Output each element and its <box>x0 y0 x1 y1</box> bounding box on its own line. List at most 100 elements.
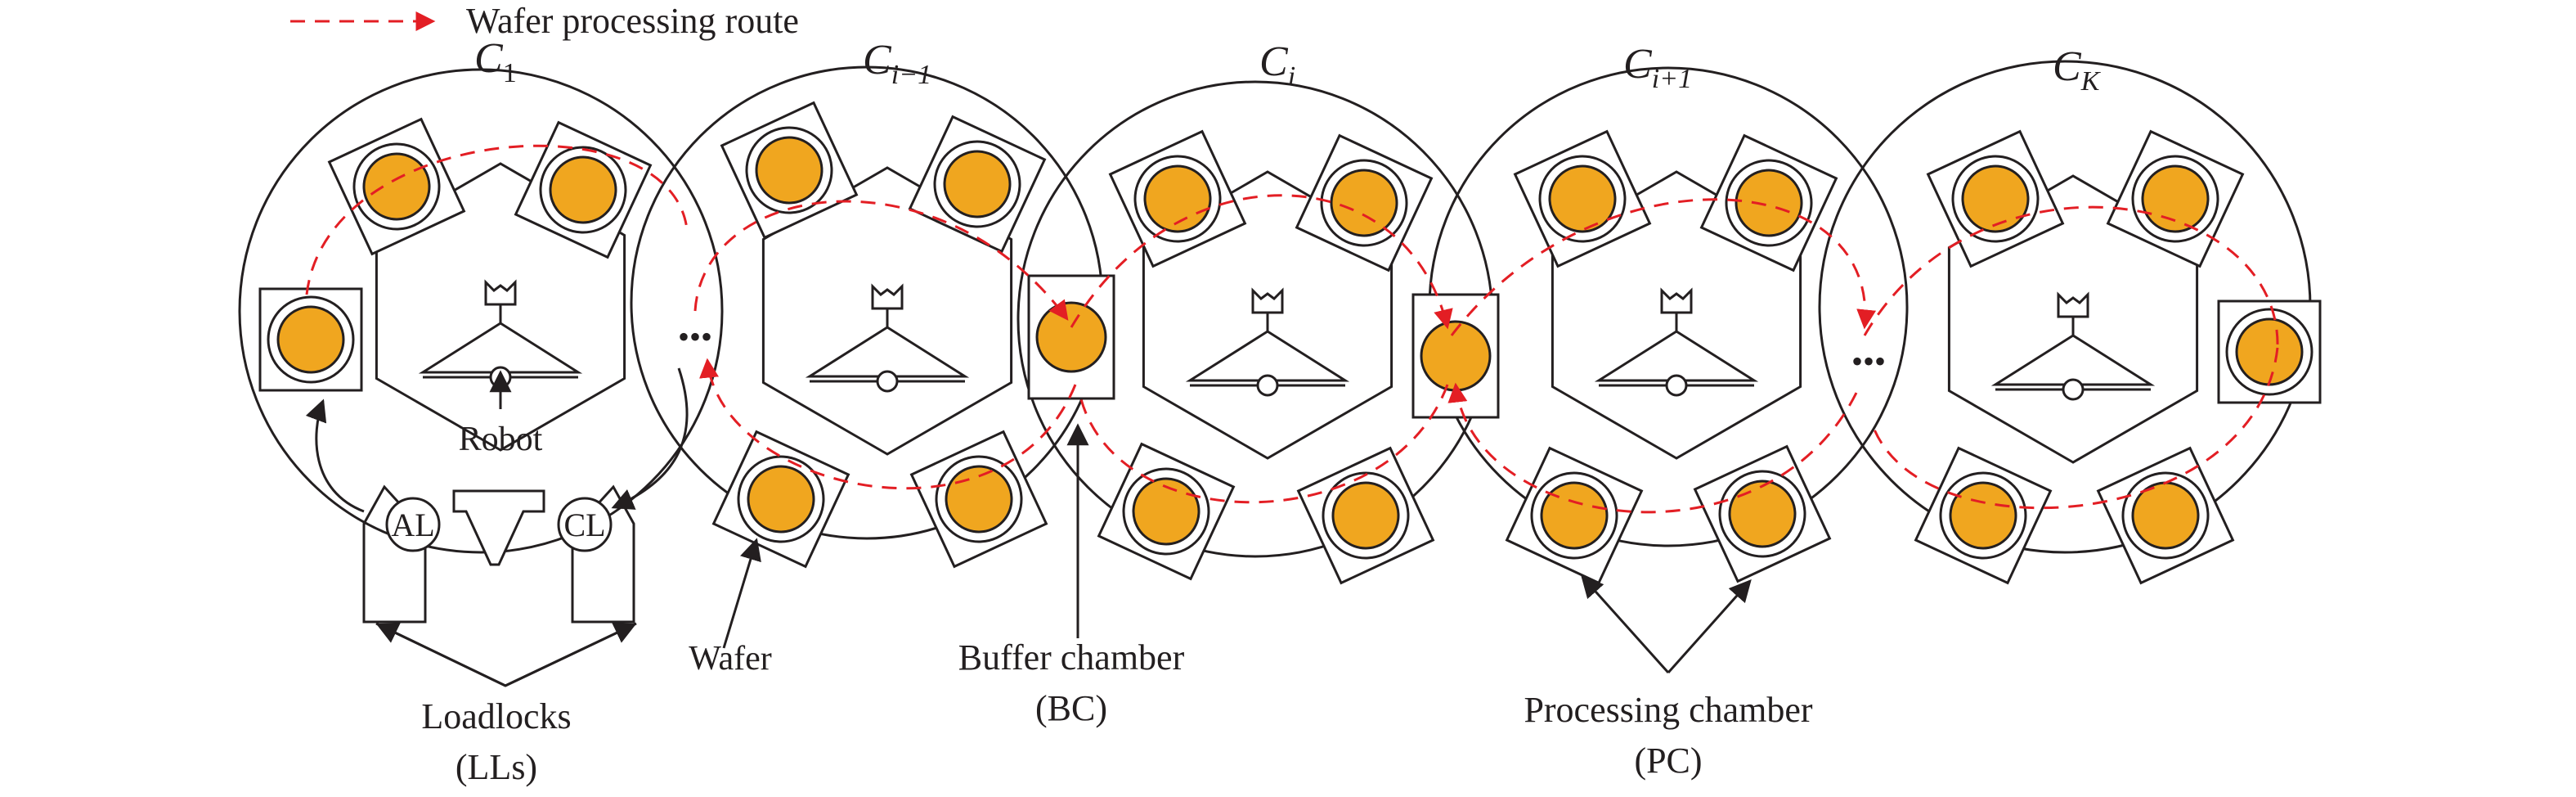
legend: Wafer processing route <box>290 1 799 41</box>
wafer <box>1331 481 1400 550</box>
cluster-label-ci-1: Ci−1 <box>863 37 931 90</box>
robot-gripper <box>2057 291 2089 318</box>
wafer <box>362 152 431 221</box>
robot-arm <box>805 326 970 378</box>
wafer <box>1540 481 1609 550</box>
processing-label-line2: (PC) <box>1634 741 1702 781</box>
route-ck-bottom <box>1871 347 2279 510</box>
processing-chamber <box>909 430 1048 569</box>
route-c1-top <box>305 144 689 295</box>
arrow-to-cl <box>611 367 689 510</box>
robot-joint <box>1256 374 1279 397</box>
processing-chamber <box>1296 446 1435 585</box>
wafer <box>747 465 815 534</box>
loadlock-center-block <box>452 489 545 566</box>
buffer-label-line1: Buffer chamber <box>958 637 1185 678</box>
loadlocks-bracket <box>375 622 637 687</box>
cluster-label-ci: Ci <box>1259 38 1295 92</box>
wafer <box>1961 164 2030 233</box>
robot-hexagon <box>1142 170 1393 460</box>
processing-chamber <box>1513 129 1652 268</box>
robot-arm <box>1990 334 2156 386</box>
processing-chamber <box>1926 129 2065 268</box>
wafer <box>943 150 1012 218</box>
processing-chamber <box>1295 133 1434 272</box>
annotation-arrows <box>305 367 1752 687</box>
robots <box>375 162 2199 464</box>
route-legend-label: Wafer processing route <box>466 1 799 41</box>
arrow-to-pc-left <box>1581 574 1670 674</box>
cluster-label-c1: C1 <box>474 35 517 88</box>
route-ck-right <box>1863 205 2279 349</box>
loadlock-group <box>362 484 635 624</box>
arrow-to-pc-right <box>1667 579 1752 673</box>
wafer-route <box>305 144 2279 514</box>
robot-arm <box>1594 330 1759 382</box>
buffer-chamber <box>1027 274 1115 400</box>
cooler-label: CL <box>563 507 605 543</box>
robot-joint <box>2062 378 2085 401</box>
robot-joint <box>876 370 899 393</box>
wafer <box>945 465 1013 534</box>
aligner-circle <box>385 497 441 552</box>
robot-gripper <box>484 279 517 306</box>
processing-chamber <box>327 117 466 256</box>
aligner-label: AL <box>391 507 434 543</box>
wafer <box>755 136 824 205</box>
cluster-label-ck: CK <box>2053 43 2102 97</box>
wafer <box>1548 164 1617 233</box>
robot-ck <box>1947 174 2199 464</box>
processing-chamber <box>711 430 850 569</box>
robot-gripper <box>1660 287 1693 314</box>
robot-hexagon <box>761 166 1013 456</box>
robot-arm <box>1185 330 1350 382</box>
robot-arm <box>418 322 583 374</box>
route-ci-1-top <box>693 200 1069 321</box>
processing-chamber <box>1914 446 2053 585</box>
robot-ci <box>1142 170 1393 460</box>
robot-hexagon <box>1551 170 1802 460</box>
route-ci+1-bottom <box>1447 382 1858 514</box>
wafer-label: Wafer <box>689 640 772 678</box>
processing-chamber <box>720 101 859 240</box>
processing-chamber <box>1699 133 1838 272</box>
wafer <box>1035 301 1107 373</box>
cooler-circle <box>557 497 613 552</box>
route-ci-bottom <box>1078 384 1449 504</box>
route-ci-top <box>1070 194 1453 330</box>
wafer <box>1132 477 1200 546</box>
processing-chamber <box>2096 446 2235 585</box>
arrow-al-to-chamber <box>305 398 365 513</box>
buffer-chamber <box>1411 293 1500 419</box>
wafer <box>1949 481 2017 550</box>
route-ci+1-top <box>1450 198 1877 336</box>
cluster-ci+1-circle <box>1428 66 1909 547</box>
loadlocks-label-line2: (LLs) <box>456 747 537 787</box>
cluster-c1-circle <box>238 68 724 554</box>
wafer <box>1330 169 1398 237</box>
arrow-to-loadlock-right <box>505 623 637 687</box>
processing-chamber <box>1693 444 1832 583</box>
arrow-to-loadlock-left <box>375 623 506 687</box>
loadlocks-label-line1: Loadlocks <box>421 696 571 736</box>
robot-gripper <box>1251 287 1284 314</box>
wafer <box>1143 164 1212 233</box>
robot-hexagon <box>375 162 626 452</box>
route-ci-1-bottom <box>699 358 1077 490</box>
processing-chamber <box>2106 129 2245 268</box>
processing-chamber <box>514 120 653 259</box>
ellipsis-left: ••• <box>678 318 712 355</box>
arrow-to-wafer <box>722 538 761 649</box>
robot-label: Robot <box>459 421 543 458</box>
processing-chamber <box>908 115 1047 254</box>
cluster-labels: C1 Ci−1 Ci Ci+1 CK <box>474 35 2102 97</box>
processing-label-line1: Processing chamber <box>1524 690 1812 730</box>
wafer <box>276 305 345 374</box>
robot-joint <box>1665 374 1688 397</box>
processing-chamber <box>1097 442 1236 581</box>
wafer <box>549 155 617 224</box>
chambers <box>258 101 2322 585</box>
robot-ci-1 <box>761 166 1013 456</box>
processing-chamber <box>1108 129 1247 268</box>
